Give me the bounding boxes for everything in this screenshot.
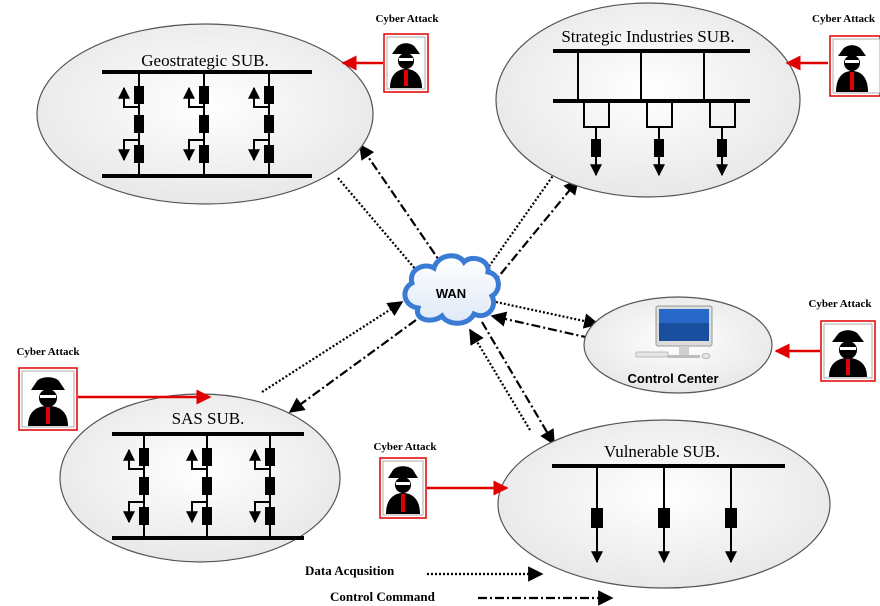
breaker bbox=[139, 507, 149, 525]
link-vulnerable-data bbox=[469, 328, 531, 431]
feeders bbox=[118, 72, 274, 176]
feeder bbox=[577, 51, 610, 177]
breaker bbox=[134, 86, 144, 104]
legend: Data Acqusition Control Command bbox=[305, 563, 614, 606]
breaker bbox=[202, 477, 212, 495]
feeders bbox=[123, 434, 275, 538]
breaker bbox=[134, 115, 144, 133]
breaker bbox=[264, 145, 274, 163]
cyber-attack-label: Cyber Attack bbox=[16, 346, 80, 358]
geostrategic-substation: Geostrategic SUB. bbox=[36, 23, 374, 205]
feeder bbox=[725, 466, 737, 564]
cyber-attack-geo: Cyber Attack bbox=[341, 13, 439, 93]
link-control-data bbox=[495, 300, 600, 329]
computer-monitor-icon bbox=[635, 305, 713, 359]
breaker bbox=[134, 145, 144, 163]
feeder bbox=[249, 434, 275, 538]
cyber-attack-sas: Cyber Attack bbox=[16, 346, 212, 431]
breaker bbox=[264, 115, 274, 133]
comm-links bbox=[261, 143, 600, 446]
feeder bbox=[118, 72, 144, 176]
breaker bbox=[265, 448, 275, 466]
feeder bbox=[183, 72, 209, 176]
vulnerable-substation: Vulnerable SUB. bbox=[497, 419, 831, 589]
feeders bbox=[577, 51, 736, 177]
feeder bbox=[248, 72, 274, 176]
strategic-industries-substation: Strategic Industries SUB. bbox=[495, 2, 801, 198]
wan-cloud: WAN bbox=[402, 253, 501, 326]
feeder bbox=[640, 51, 673, 177]
breaker bbox=[199, 86, 209, 104]
feeders bbox=[591, 466, 737, 564]
cyber-attack-vulnerable: Cyber Attack bbox=[373, 441, 509, 519]
breaker bbox=[591, 508, 603, 528]
feeder bbox=[591, 466, 603, 564]
legend-control-command-label: Control Command bbox=[330, 589, 436, 604]
cyber-attack-control-center: Cyber Attack bbox=[774, 298, 876, 382]
feeder bbox=[703, 51, 736, 177]
hacker-icon bbox=[829, 35, 880, 97]
hacker-icon bbox=[820, 320, 876, 382]
link-sas-data bbox=[261, 301, 404, 393]
breaker bbox=[265, 507, 275, 525]
cyber-attack-label: Cyber Attack bbox=[812, 13, 876, 25]
substation-title: Vulnerable SUB. bbox=[604, 442, 720, 461]
link-strategic-control bbox=[489, 178, 579, 288]
cyber-attack-label: Cyber Attack bbox=[808, 298, 872, 310]
breaker bbox=[591, 139, 601, 157]
breaker bbox=[264, 86, 274, 104]
breaker bbox=[725, 508, 737, 528]
breaker bbox=[139, 448, 149, 466]
breaker bbox=[265, 477, 275, 495]
breaker bbox=[202, 507, 212, 525]
cyber-attack-strategic: Cyber Attack bbox=[785, 13, 880, 97]
link-strategic-data bbox=[477, 169, 558, 284]
link-vulnerable-control bbox=[481, 321, 555, 446]
legend-data-acquisition-label: Data Acqusition bbox=[305, 563, 395, 578]
breaker bbox=[139, 477, 149, 495]
link-geo-control bbox=[359, 143, 455, 283]
control-center-label: Control Center bbox=[628, 371, 719, 386]
sas-substation: SAS SUB. bbox=[59, 393, 341, 563]
hacker-icon bbox=[379, 457, 427, 519]
substation-title: Strategic Industries SUB. bbox=[561, 27, 734, 46]
breaker bbox=[199, 145, 209, 163]
hacker-icon bbox=[383, 33, 429, 93]
breaker bbox=[199, 115, 209, 133]
cyber-attack-label: Cyber Attack bbox=[375, 13, 439, 25]
cloud-shape bbox=[402, 253, 501, 326]
wan-label: WAN bbox=[436, 286, 466, 301]
feeder bbox=[123, 434, 149, 538]
breaker bbox=[717, 139, 727, 157]
mouse-icon bbox=[701, 353, 711, 359]
feeder bbox=[186, 434, 212, 538]
breaker bbox=[202, 448, 212, 466]
link-geo-data bbox=[337, 177, 429, 286]
breaker bbox=[654, 139, 664, 157]
feeder bbox=[658, 466, 670, 564]
hacker-icon bbox=[18, 367, 78, 431]
control-center: Control Center bbox=[583, 296, 773, 394]
cyber-attack-label: Cyber Attack bbox=[373, 441, 437, 453]
breaker bbox=[658, 508, 670, 528]
substation-title: Geostrategic SUB. bbox=[141, 51, 268, 70]
keyboard-icon bbox=[635, 351, 669, 358]
substation-title: SAS SUB. bbox=[172, 409, 245, 428]
